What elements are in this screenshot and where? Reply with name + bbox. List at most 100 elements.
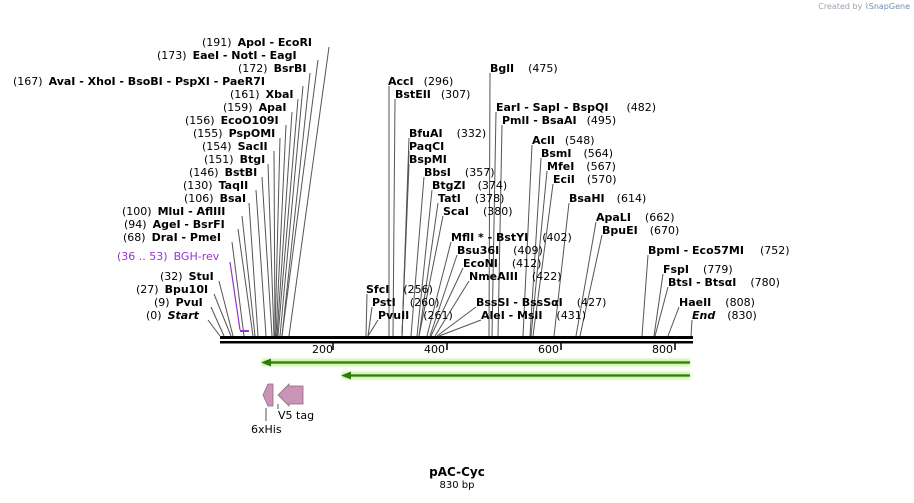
site-label[interactable]: FspI(779) xyxy=(663,263,733,276)
site-label[interactable]: EcoNI(412) xyxy=(463,257,541,270)
site-pos: (482) xyxy=(626,101,656,114)
site-label[interactable]: EarI - SapI - BspQI(482) xyxy=(496,101,656,114)
site-label[interactable]: AleI - MslI(431) xyxy=(481,309,586,322)
site-pos: (662) xyxy=(645,211,675,224)
site-label[interactable]: MflI * - BstYI(402) xyxy=(451,231,572,244)
site-label[interactable]: BbsI(357) xyxy=(424,166,495,179)
site-label[interactable]: BglI(475) xyxy=(490,62,558,75)
feature-v5tag-arrow[interactable] xyxy=(277,383,304,407)
site-label[interactable]: (106)BsaI xyxy=(184,192,246,205)
site-label[interactable]: AccI (296) xyxy=(388,75,453,88)
site-label[interactable]: (154)SacII xyxy=(202,140,268,153)
site-name: BstEII xyxy=(395,88,431,101)
site-label[interactable]: MfeI(567) xyxy=(547,160,616,173)
site-name: ApaI xyxy=(259,101,287,114)
connector-tati xyxy=(418,202,439,337)
site-label[interactable]: (100)MluI - AflIII xyxy=(122,205,225,218)
site-name: PaqCI xyxy=(409,140,444,153)
site-name: BpuEI xyxy=(602,224,638,237)
site-name: TatI xyxy=(438,192,461,205)
site-pos: (27) xyxy=(136,283,159,296)
feature-arrow-1[interactable] xyxy=(261,358,690,367)
site-label[interactable]: PvuII(261) xyxy=(378,309,453,322)
feature-6xhis-arrow[interactable] xyxy=(262,383,274,407)
site-pos: (808) xyxy=(725,296,755,309)
connector-sfci xyxy=(365,293,368,337)
site-label[interactable]: (159)ApaI xyxy=(223,101,287,114)
site-label[interactable]: ApaLI (662) xyxy=(596,211,675,224)
site-label[interactable]: PaqCI xyxy=(409,140,444,153)
site-label[interactable]: (161)XbaI xyxy=(230,88,293,101)
site-name: EaeI - NotI - EagI xyxy=(193,49,297,62)
site-label[interactable]: (173)EaeI - NotI - EagI xyxy=(157,49,297,62)
site-label[interactable]: (167)AvaI - XhoI - BsoBI - PspXI - PaeR7… xyxy=(13,75,265,88)
connector-bsteii xyxy=(392,98,396,337)
site-label[interactable]: (156)EcoO109I xyxy=(185,114,279,127)
primer-bgh-rev-label[interactable]: (36 .. 53)BGH-rev xyxy=(117,250,220,263)
site-pos: (296) xyxy=(424,75,454,88)
connector-nmeaiii xyxy=(434,280,470,337)
connector-apali xyxy=(575,221,597,337)
site-pos: (307) xyxy=(441,88,471,101)
site-pos: (155) xyxy=(193,127,223,140)
connector-bsmi xyxy=(529,157,542,337)
site-label[interactable]: BfuAI(332) xyxy=(409,127,486,140)
site-label[interactable]: AclI(548) xyxy=(532,134,595,147)
site-name: AccI xyxy=(388,75,414,88)
site-label[interactable]: (0)Start xyxy=(146,309,200,322)
site-pos: (151) xyxy=(204,153,234,166)
site-pos: (570) xyxy=(587,173,617,186)
site-label[interactable]: (191)ApoI - EcoRI xyxy=(202,36,312,49)
site-label[interactable]: (32)StuI xyxy=(160,270,214,283)
connector-apai xyxy=(276,111,293,337)
site-label[interactable]: ScaI(380) xyxy=(443,205,513,218)
site-label[interactable]: (130)TaqII xyxy=(183,179,248,192)
site-label[interactable]: BsaHI(614) xyxy=(569,192,646,205)
site-pos: (422) xyxy=(532,270,562,283)
snapgene-logo-icon: ⌇ xyxy=(864,2,869,11)
site-name: SfcI xyxy=(366,283,389,296)
site-label[interactable]: End(830) xyxy=(692,309,757,322)
site-label[interactable]: Bsu36I(409) xyxy=(457,244,543,257)
connector-bpu10i xyxy=(213,293,232,337)
site-pos: (475) xyxy=(528,62,558,75)
site-label[interactable]: (172)BsrBI xyxy=(238,62,306,75)
site-label[interactable]: TatI(378) xyxy=(438,192,504,205)
site-name: Bsu36I xyxy=(457,244,499,257)
site-pos: (427) xyxy=(577,296,607,309)
sequence-backbone xyxy=(220,336,693,350)
backbone-bottom-strand xyxy=(220,341,693,344)
site-label[interactable]: BssSI - BssSαI(427) xyxy=(476,296,606,309)
site-name: EcoNI xyxy=(463,257,498,270)
site-label[interactable]: NmeAIII(422) xyxy=(469,270,562,283)
site-label[interactable]: (27)Bpu10I xyxy=(136,283,208,296)
feature-arrow-2[interactable] xyxy=(341,371,690,380)
primer-name: BGH-rev xyxy=(174,250,220,263)
site-label[interactable]: SfcI(256) xyxy=(366,283,433,296)
site-label[interactable]: (155) PspOMI xyxy=(193,127,275,140)
site-name: BtsI - BtsαI xyxy=(668,276,736,289)
site-label[interactable]: BtgZI(374) xyxy=(432,179,507,192)
site-label[interactable]: (94)AgeI - BsrFI xyxy=(124,218,225,231)
site-name: PspOMI xyxy=(229,127,276,140)
site-label[interactable]: (146)BstBI xyxy=(189,166,257,179)
connector-bgli xyxy=(488,72,491,337)
site-label[interactable]: BpmI - Eco57MI(752) xyxy=(648,244,790,257)
site-label[interactable]: BsmI(564) xyxy=(541,147,613,160)
site-label[interactable]: PmlI - BsaAI(495) xyxy=(502,114,616,127)
site-label[interactable]: (151)BtgI xyxy=(204,153,265,166)
site-label[interactable]: HaeII(808) xyxy=(679,296,755,309)
site-name: BspMI xyxy=(409,153,447,166)
connector-drai xyxy=(231,241,245,337)
site-label[interactable]: BspMI xyxy=(409,153,447,166)
site-label[interactable]: BpuEI(670) xyxy=(602,224,679,237)
site-label[interactable]: EciI(570) xyxy=(553,173,617,186)
site-label[interactable]: BstEII (307) xyxy=(395,88,470,101)
site-name: TaqII xyxy=(219,179,249,192)
site-name: ApaLI xyxy=(596,211,631,224)
site-label[interactable]: (68)DraI - PmeI xyxy=(123,231,221,244)
site-label[interactable]: PstI(260) xyxy=(372,296,439,309)
site-pos: (100) xyxy=(122,205,152,218)
site-label[interactable]: BtsI - BtsαI(780) xyxy=(668,276,780,289)
site-label[interactable]: (9)PvuI xyxy=(154,296,203,309)
